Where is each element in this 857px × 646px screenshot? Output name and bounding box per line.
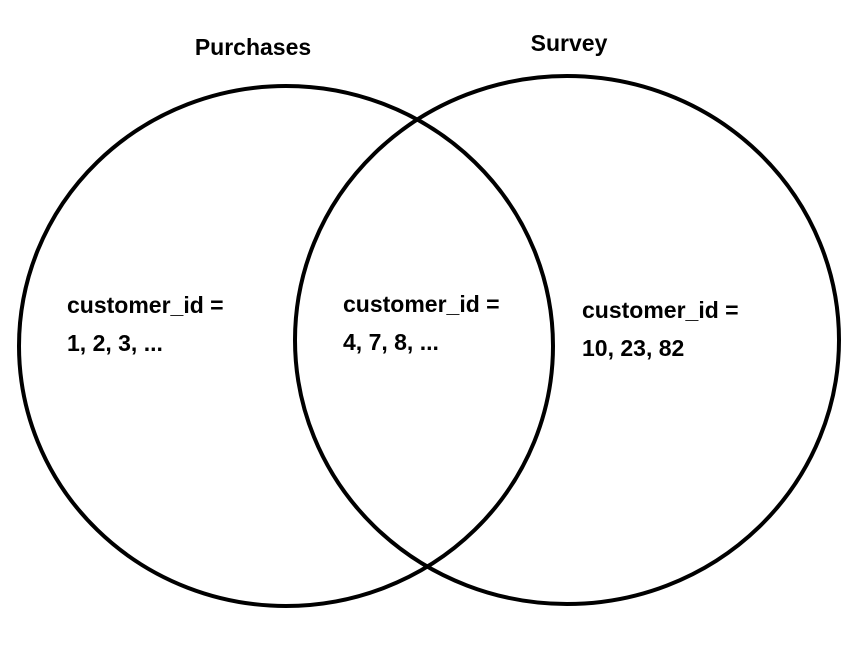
purchases-title: Purchases [195, 34, 311, 60]
intersection-label: customer_id = [343, 291, 500, 317]
survey-circle [293, 74, 841, 606]
survey-title: Survey [531, 30, 608, 56]
left-region-label: customer_id = [67, 292, 224, 318]
purchases-circle [17, 84, 555, 608]
intersection-values: 4, 7, 8, ... [343, 329, 439, 355]
left-region-values: 1, 2, 3, ... [67, 330, 163, 356]
right-region-values: 10, 23, 82 [582, 335, 684, 361]
right-region-label: customer_id = [582, 297, 739, 323]
